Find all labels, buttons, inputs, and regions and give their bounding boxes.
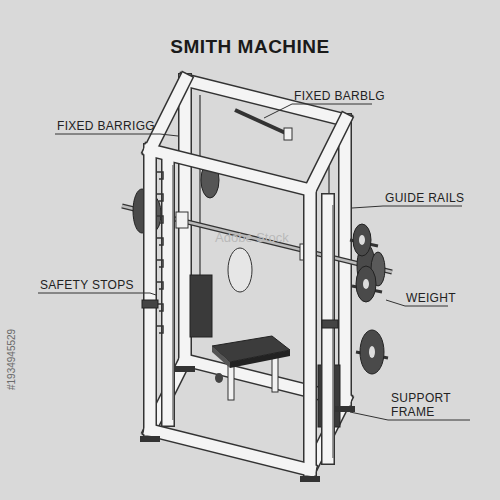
frame-beam xyxy=(303,190,317,470)
frame-foot xyxy=(140,436,160,442)
safety-hook xyxy=(157,216,163,223)
frame-beam-face xyxy=(163,160,174,420)
safety-hook xyxy=(157,326,163,333)
watermark: Adobe Stock xyxy=(215,230,289,245)
frame-beam-face xyxy=(145,150,156,430)
safety-hook xyxy=(157,282,163,289)
safety-stop xyxy=(142,300,158,308)
safety-hook xyxy=(157,260,163,267)
frame-beam-face xyxy=(150,80,185,150)
frame-foot xyxy=(175,366,195,372)
guide-rail xyxy=(172,165,174,420)
frame-foot xyxy=(335,406,355,412)
frame-beam-face xyxy=(323,200,334,458)
weight-stack xyxy=(190,275,212,337)
title: SMITH MACHINE xyxy=(170,36,330,58)
safety-hook xyxy=(157,238,163,245)
frame-back xyxy=(150,80,345,470)
part-label: FIXED BARRIGG xyxy=(57,119,155,133)
part-label: WEIGHT xyxy=(406,291,456,305)
frame-beam-face xyxy=(150,430,310,470)
frame-beam xyxy=(143,150,157,430)
frame-beam-face xyxy=(305,190,316,470)
frame-front xyxy=(140,80,355,482)
frame-beam xyxy=(321,200,335,458)
stock-id: #1934945529 xyxy=(6,329,17,390)
part-label: FIXED BARBLG xyxy=(294,89,385,103)
frame-foot xyxy=(300,476,320,482)
safety-hook xyxy=(157,194,163,201)
guide-rail xyxy=(332,205,334,458)
storage-plates xyxy=(350,224,388,374)
frame-beam xyxy=(150,80,185,150)
safety-stop xyxy=(322,320,338,328)
part-label: SUPPORT FRAME xyxy=(391,391,461,419)
safety-stop-hooks xyxy=(142,172,338,333)
frame-beam-face xyxy=(310,120,345,190)
leader-lines xyxy=(38,104,470,420)
frame-beam xyxy=(150,430,310,470)
frame-beam-face xyxy=(150,150,310,190)
frame-beam xyxy=(310,120,345,190)
bench xyxy=(212,336,290,400)
machine-parts xyxy=(122,95,392,427)
part-label: SAFETY STOPS xyxy=(40,278,134,292)
safety-hook xyxy=(157,172,163,179)
part-label: GUIDE RAILS xyxy=(385,191,464,205)
